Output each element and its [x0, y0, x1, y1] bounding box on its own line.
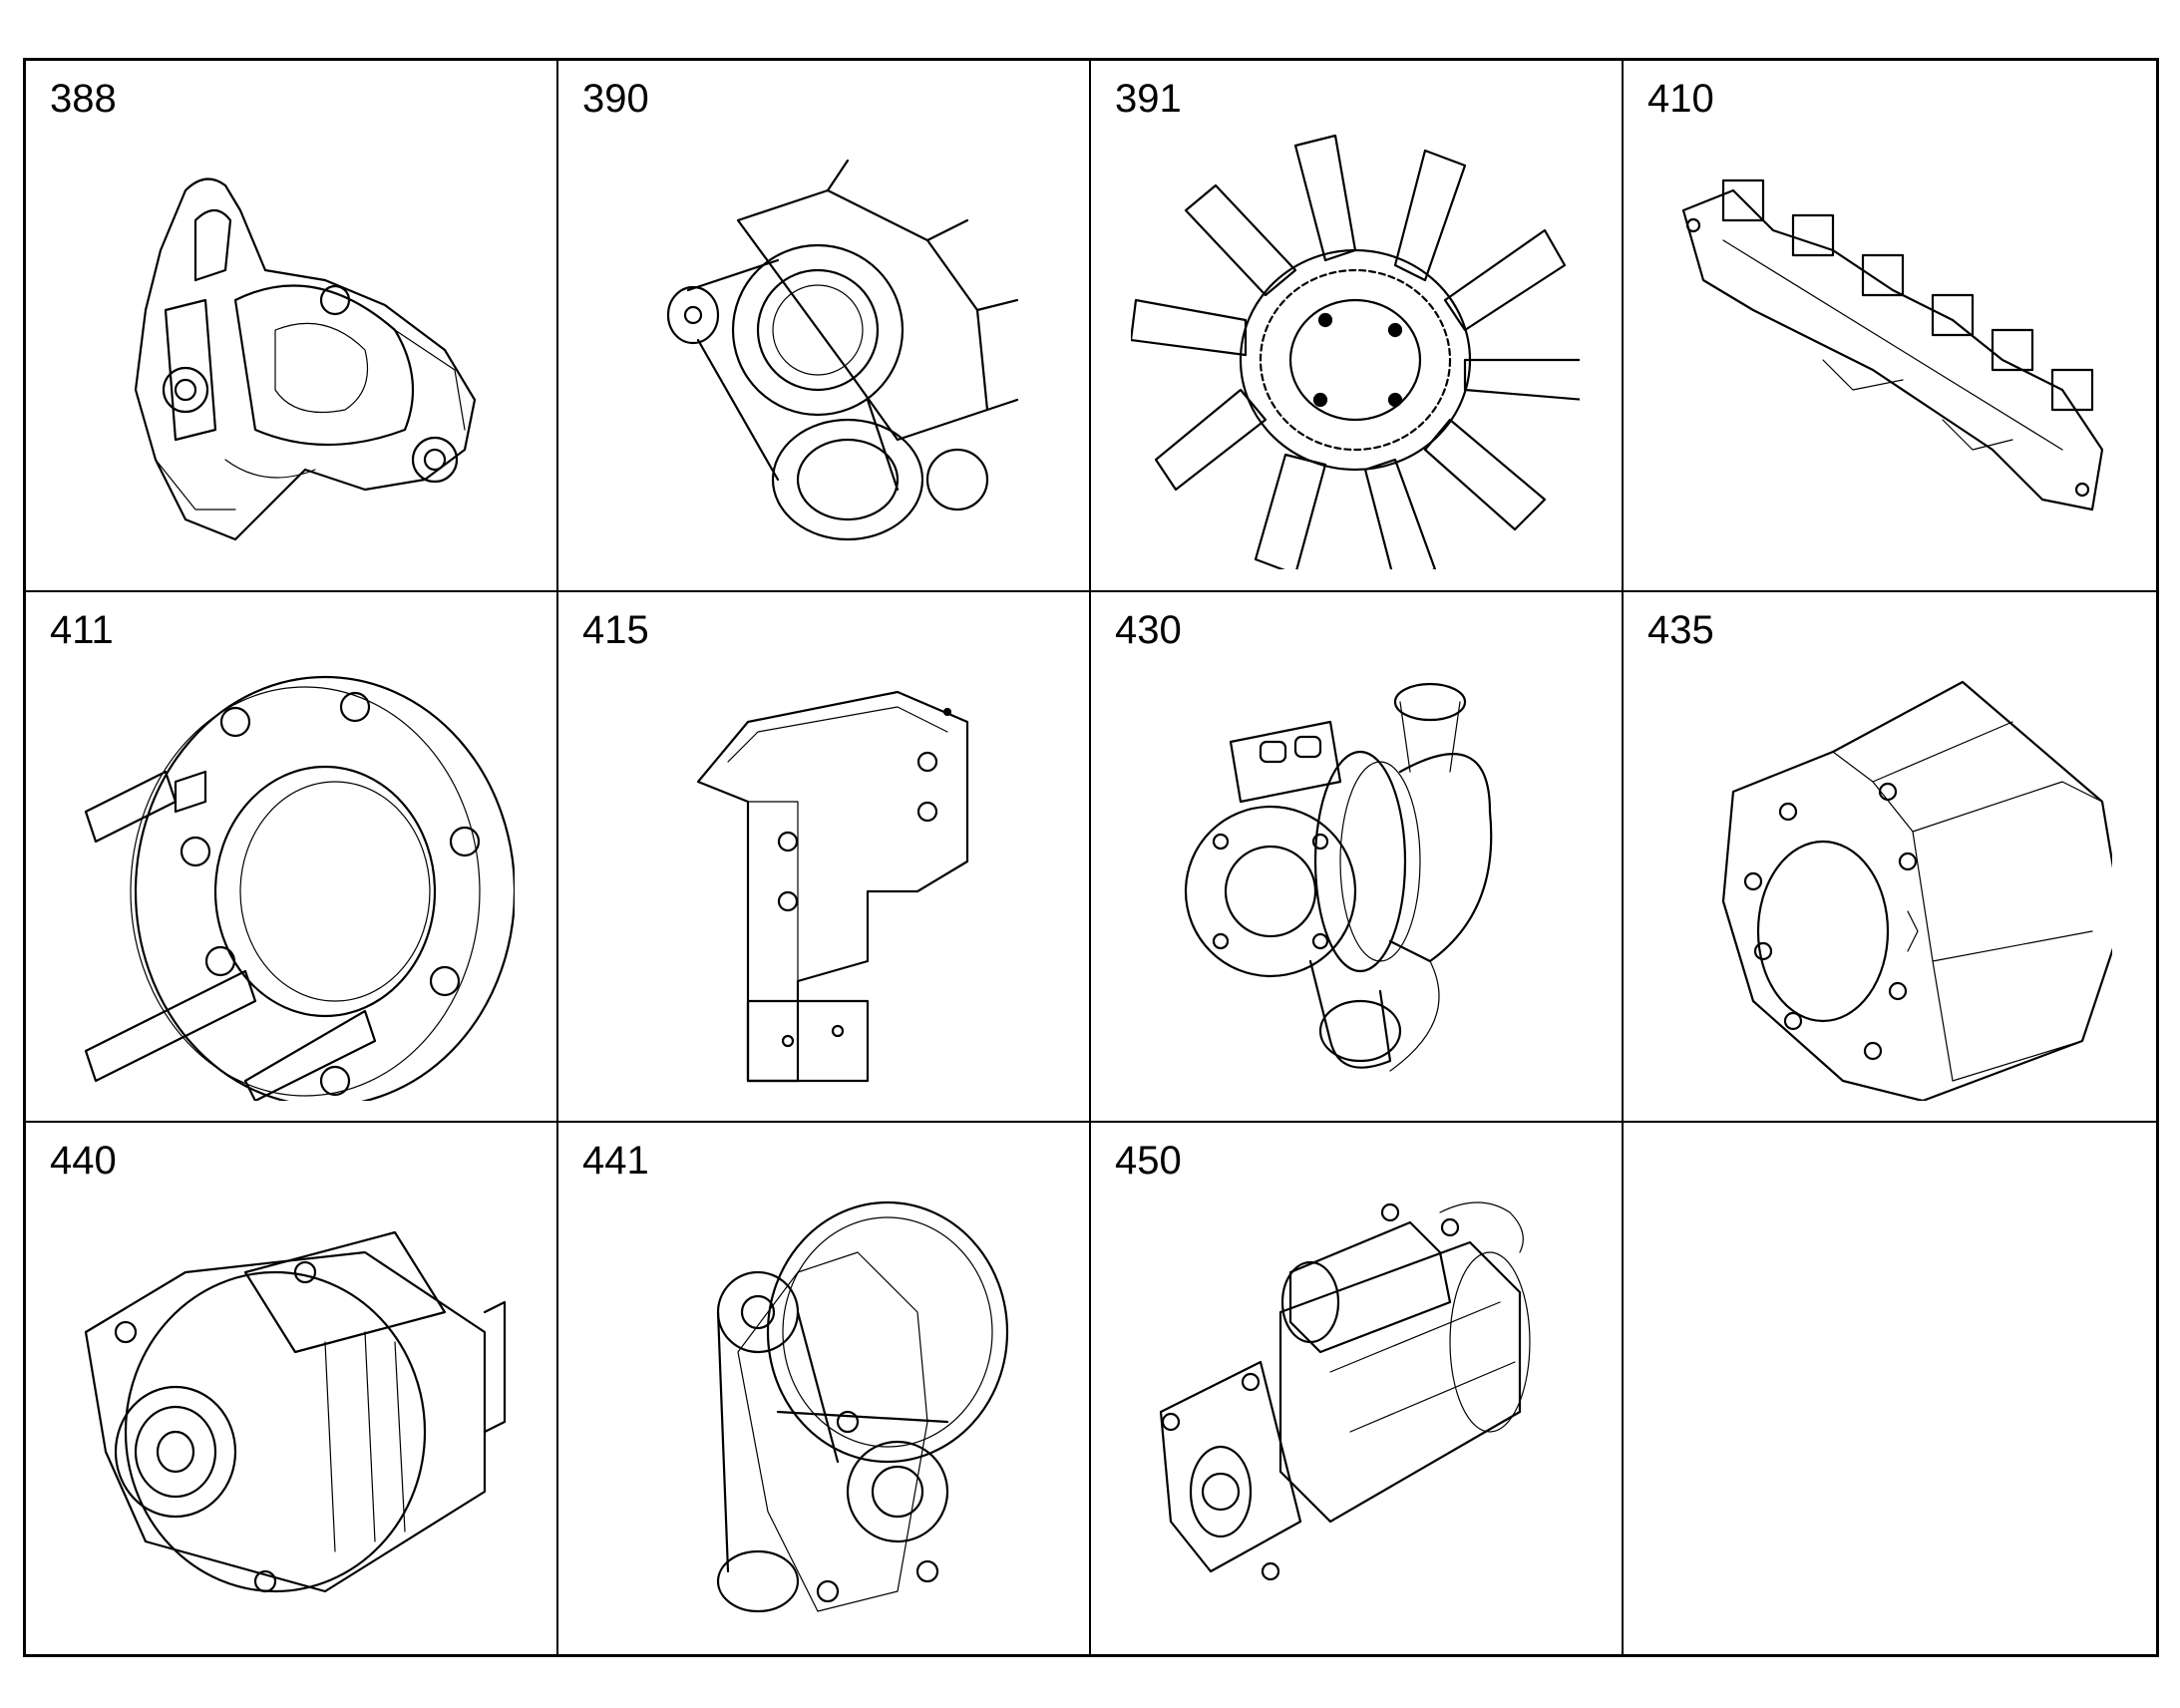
- part-cell-390[interactable]: 390: [558, 61, 1091, 592]
- empty-cell: [1624, 1123, 2156, 1654]
- part-number: 390: [582, 77, 649, 121]
- part-number: 410: [1647, 77, 1714, 121]
- part-cell-388[interactable]: 388: [26, 61, 558, 592]
- part-number: 411: [50, 607, 114, 652]
- part-cell-435[interactable]: 435: [1624, 592, 2156, 1124]
- part-number: 430: [1115, 607, 1182, 652]
- alternator-icon: [66, 1193, 515, 1631]
- heat-shield-icon: [1663, 662, 2124, 1102]
- part-number: 391: [1115, 77, 1182, 121]
- part-number: 440: [50, 1139, 117, 1184]
- part-cell-440[interactable]: 440: [26, 1123, 558, 1654]
- part-cell-391[interactable]: 391: [1091, 61, 1624, 592]
- belt-drive-bracket-icon: [598, 131, 1047, 569]
- part-number: 415: [582, 607, 649, 652]
- flange-adapter-icon: [66, 662, 517, 1107]
- part-cell-430[interactable]: 430: [1091, 591, 1624, 1124]
- starter-motor-icon: [1131, 1193, 1580, 1631]
- cooling-fan-icon: [1129, 131, 1587, 586]
- part-cell-411[interactable]: 411: [26, 591, 558, 1124]
- thermostat-housing-icon: [66, 131, 515, 569]
- part-cell-410[interactable]: 410: [1624, 61, 2156, 592]
- part-cell-415[interactable]: 415: [558, 591, 1091, 1124]
- part-cell-441[interactable]: 441: [558, 1123, 1091, 1654]
- part-number: 388: [50, 77, 117, 121]
- belt-tensioner-assembly-icon: [598, 1193, 1047, 1631]
- exhaust-manifold-icon: [1663, 131, 2112, 569]
- mounting-bracket-icon: [598, 662, 1047, 1101]
- turbocharger-icon: [1131, 662, 1580, 1101]
- part-number: 450: [1115, 1139, 1182, 1184]
- part-number: 435: [1647, 607, 1714, 652]
- part-cell-450[interactable]: 450: [1091, 1123, 1624, 1654]
- parts-grid: 388 390: [23, 58, 2159, 1657]
- part-number: 441: [582, 1139, 649, 1184]
